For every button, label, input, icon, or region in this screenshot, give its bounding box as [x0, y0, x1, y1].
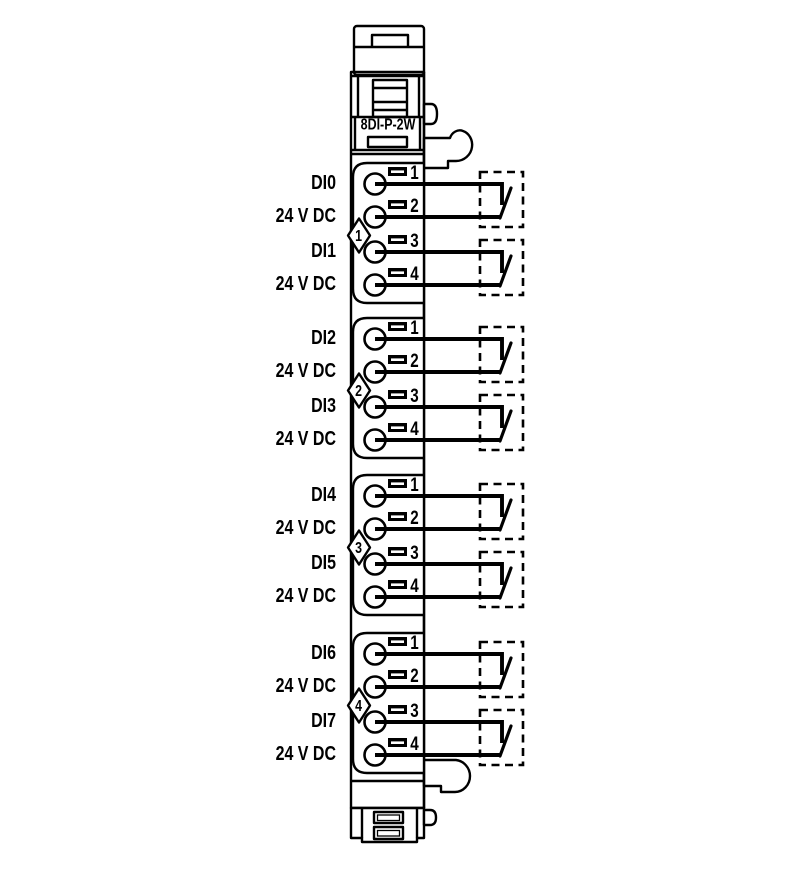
channel-label: 24 V DC [276, 583, 336, 606]
channel-label: 24 V DC [276, 271, 336, 294]
wire [375, 337, 504, 360]
switch-contact-icon [498, 724, 513, 758]
channel-label: 24 V DC [276, 358, 336, 381]
group-marker [346, 529, 372, 566]
channel-label: DI2 [311, 325, 336, 348]
mounting-hook-top [422, 129, 474, 170]
dashed-enclosure [478, 170, 525, 229]
terminal-number: 4 [410, 262, 419, 284]
marker-window [366, 135, 409, 149]
terminal-number: 1 [410, 631, 419, 653]
module-title: 8DI-P-2W [361, 116, 416, 134]
terminal-group-3: 3 DI4 24 V DC DI5 24 V DC 1 2 3 [276, 473, 525, 609]
terminal-number: 3 [410, 384, 418, 406]
terminal-group-2: 2 DI2 24 V DC DI3 24 V DC 1 2 3 [276, 316, 525, 452]
channel-label: DI6 [311, 640, 336, 663]
terminal-number: 3 [410, 229, 418, 251]
wire [375, 250, 504, 273]
dashed-enclosure [478, 640, 525, 699]
switch-symbol [375, 325, 525, 384]
terminal-number: 4 [410, 732, 419, 754]
group-marker [346, 687, 372, 724]
channel-label: DI7 [311, 708, 336, 731]
switch-contact-icon [498, 186, 513, 220]
channel-label: 24 V DC [276, 741, 336, 764]
terminal-number: 1 [410, 316, 419, 338]
top-clamp [352, 24, 426, 77]
dashed-enclosure [478, 325, 525, 384]
wire [375, 720, 504, 743]
channel-label: DI0 [311, 170, 336, 193]
terminal-number: 4 [410, 417, 419, 439]
switch-symbol [375, 393, 525, 452]
switch-symbol [375, 708, 525, 767]
din-rail-foot [349, 806, 438, 844]
terminal-number: 4 [410, 574, 419, 596]
channel-label: DI5 [311, 550, 336, 573]
switch-contact-icon [498, 566, 513, 600]
mounting-hook-bottom [422, 758, 472, 794]
channel-label: 24 V DC [276, 673, 336, 696]
terminal-number: 1 [410, 473, 419, 495]
dashed-enclosure [478, 482, 525, 541]
group-marker [346, 372, 372, 409]
terminal-number: 2 [410, 506, 418, 528]
group-number: 4 [355, 697, 362, 715]
terminal-number: 3 [410, 699, 418, 721]
channel-label: DI4 [311, 482, 337, 505]
group-marker [346, 217, 372, 254]
dashed-enclosure [478, 238, 525, 297]
group-number: 1 [355, 227, 362, 245]
switch-contact-icon [498, 254, 513, 288]
dashed-enclosure [478, 393, 525, 452]
wire [375, 494, 504, 517]
wire [375, 652, 504, 675]
switch-contact-icon [498, 498, 513, 532]
foot-slot-2 [372, 825, 405, 841]
switch-symbol [375, 640, 525, 699]
group-number: 3 [355, 539, 362, 557]
wire [375, 182, 504, 205]
channel-label: 24 V DC [276, 203, 336, 226]
terminal-number: 2 [410, 194, 418, 216]
switch-contact-icon [498, 656, 513, 690]
foot-bump [422, 808, 438, 827]
switch-contact-icon [498, 341, 513, 375]
terminal-number: 3 [410, 541, 418, 563]
channel-label: 24 V DC [276, 426, 336, 449]
wire [375, 562, 504, 585]
wire [375, 405, 504, 428]
upper-mechanism [351, 74, 439, 126]
switch-contact-icon [498, 409, 513, 443]
side-latch-bump [422, 102, 439, 126]
terminal-number: 2 [410, 664, 418, 686]
switch-symbol [375, 550, 525, 609]
foot-slot-1 [372, 810, 405, 825]
switch-symbol [375, 238, 525, 297]
terminal-number: 2 [410, 349, 418, 371]
group-number: 2 [355, 382, 362, 400]
channel-label: 24 V DC [276, 515, 336, 538]
label-area [351, 117, 424, 156]
channel-label: DI3 [311, 393, 336, 416]
switch-symbol [375, 482, 525, 541]
terminal-group-4: 4 DI6 24 V DC DI7 24 V DC 1 2 3 [276, 631, 525, 767]
dashed-enclosure [478, 550, 525, 609]
dashed-enclosure [478, 708, 525, 767]
terminal-number: 1 [410, 161, 419, 183]
channel-label: DI1 [311, 238, 336, 261]
switch-symbol [375, 170, 525, 229]
terminal-group-1: 1 DI0 24 V DC DI1 24 V DC 1 2 3 [276, 161, 525, 297]
